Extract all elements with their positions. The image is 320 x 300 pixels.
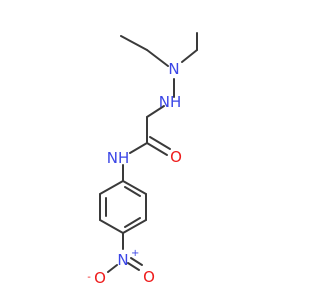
structure-canvas: N NH O NH N + O - O [87,32,198,287]
ring-bond-4 [122,219,147,234]
ring-double-2 [124,217,141,228]
bond-carbonyl-nh [129,142,148,154]
charge-plus: + [131,248,139,259]
atom-n-diethylamino: N [168,60,179,78]
ring-bond-1 [99,180,124,195]
atom-nh-hydrazine: NH [159,93,182,111]
bond-nitro-o-right-1 [127,262,140,271]
atom-n-nitro: N [117,251,128,269]
bond-ethyl-left-ch2 [146,49,169,67]
atom-o-nitro-right: O [143,268,155,286]
bond-ethyl-right-ch2 [181,49,198,63]
bond-carbonyl-1 [146,142,168,156]
charge-minus: - [87,272,91,283]
bond-nitro-o-right-2 [130,257,143,266]
ring-double-3 [124,186,141,197]
bond-carbonyl-2 [149,136,171,150]
atom-o-carbonyl: O [170,148,182,166]
ring-bond-6 [122,180,147,195]
bond-ethyl-left-ch3 [120,35,148,51]
bond-nh-ch2 [146,105,165,118]
ring-bond-3 [99,219,124,234]
bond-nitro-o-left [107,264,118,273]
atom-o-nitro-left: O [94,269,106,287]
atom-nh-amide: NH [107,149,130,167]
molecule-structure: N NH O NH N + O - O [87,32,198,287]
